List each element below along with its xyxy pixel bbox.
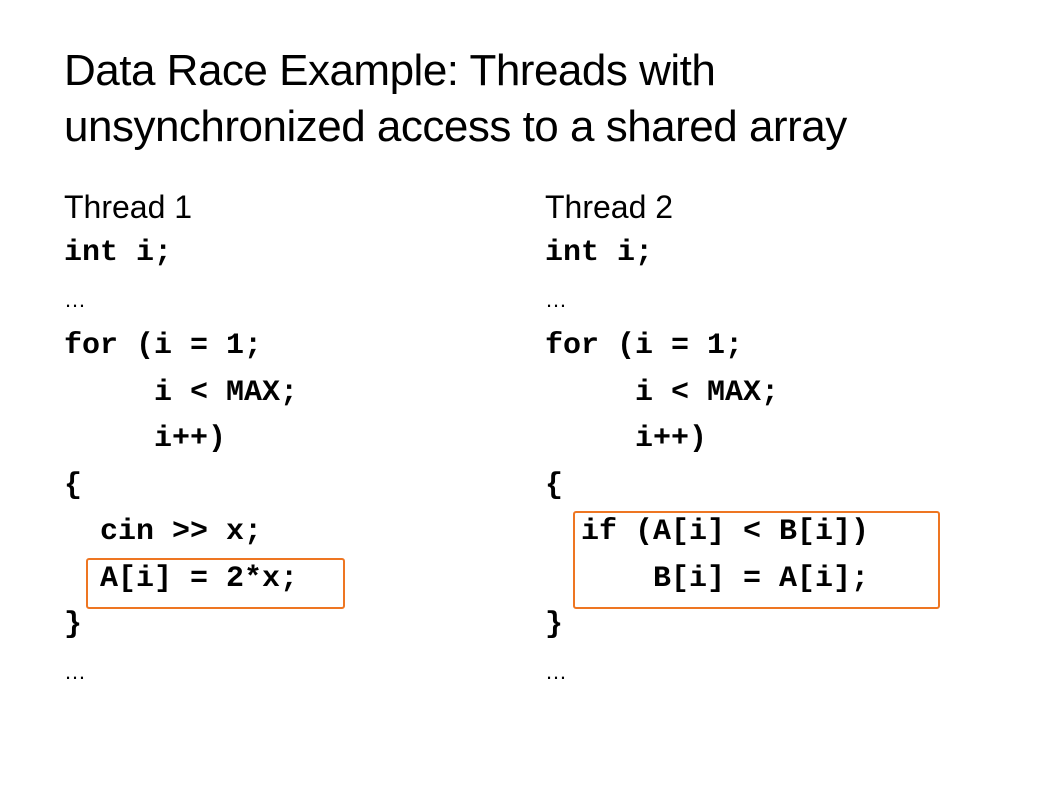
code-line: for (i = 1; xyxy=(64,329,263,363)
code-line: int i; xyxy=(545,236,654,270)
code-line: for (i = 1; xyxy=(545,329,744,363)
code-line: { xyxy=(545,468,564,503)
code-line: i < MAX; xyxy=(545,375,780,410)
ellipsis-line: … xyxy=(545,658,567,684)
ellipsis-line: … xyxy=(64,658,86,684)
title-line-1: Data Race Example: Threads with xyxy=(64,46,716,95)
thread-1-column: Thread 1 int i; … for (i = 1; i < MAX; i… xyxy=(64,184,298,695)
title-line-2: unsynchronized access to a shared array xyxy=(64,102,847,151)
slide-title: Data Race Example: Threads with unsynchr… xyxy=(64,43,1024,155)
code-line: } xyxy=(545,608,564,642)
thread-2-column: Thread 2 int i; … for (i = 1; i < MAX; i… xyxy=(545,184,869,695)
code-line: } xyxy=(64,608,83,642)
ellipsis-line: … xyxy=(64,286,86,312)
code-line: i++) xyxy=(64,422,227,456)
thread-1-heading: Thread 1 xyxy=(64,189,193,225)
thread-2-highlight-box xyxy=(573,511,940,609)
code-line-highlighted: B[i] = A[i]; xyxy=(545,561,870,596)
code-line-highlighted: if (A[i] < B[i]) xyxy=(545,515,870,549)
code-line-highlighted: A[i] = 2*x; xyxy=(64,561,299,596)
code-line: int i; xyxy=(64,236,173,270)
thread-2-heading: Thread 2 xyxy=(545,189,674,225)
code-line: { xyxy=(64,468,83,503)
code-line: i++) xyxy=(545,422,708,456)
code-line: i < MAX; xyxy=(64,375,299,410)
thread-1-highlight-box xyxy=(86,558,345,609)
ellipsis-line: … xyxy=(545,286,567,312)
code-line: cin >> x; xyxy=(64,515,263,549)
